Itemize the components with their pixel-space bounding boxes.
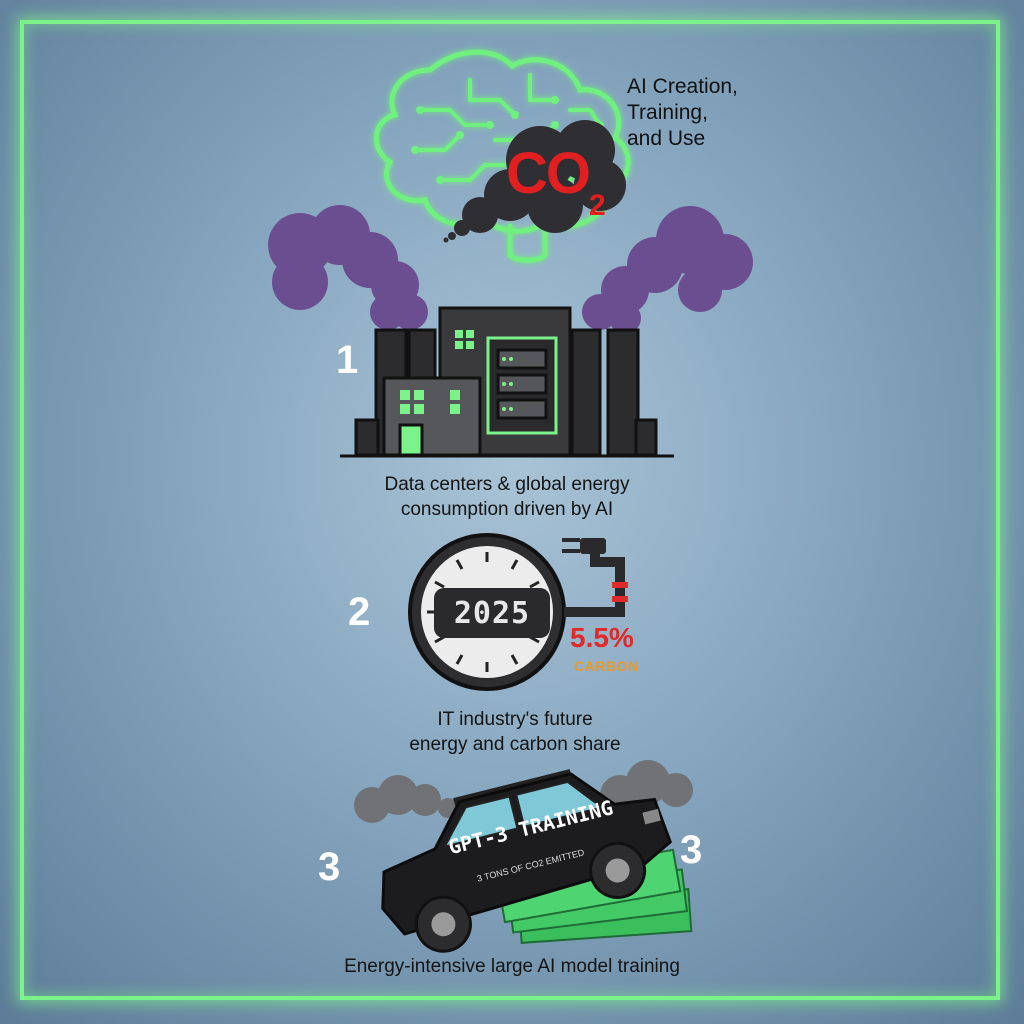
smoke-right-icon	[582, 206, 753, 334]
factory-icon	[340, 306, 674, 458]
co2-cloud-icon	[443, 120, 626, 243]
step-3-number-left: 3	[318, 845, 341, 889]
co2-subscript: 2	[589, 189, 606, 222]
step-1-caption: Data centers & global energy consumption…	[312, 472, 702, 522]
plug-icon	[562, 538, 628, 617]
co2-label: CO2	[506, 140, 606, 222]
carbon-label: CARBON	[574, 658, 639, 674]
step-1-caption-line-2: consumption driven by AI	[400, 499, 614, 520]
step-1-number: 1	[336, 338, 359, 382]
neon-frame	[20, 20, 1000, 1000]
carbon-percent: 5.5%	[570, 622, 634, 653]
smoke-left-icon	[268, 205, 428, 330]
step-1-caption-line-1: Data centers & global energy	[384, 474, 630, 495]
step-2-number: 2	[348, 590, 371, 634]
step-2-caption-line-1: IT industry's future	[437, 709, 593, 730]
step-3-caption-line-1: Energy-intensive large AI model training	[344, 956, 680, 977]
co2-main: CO	[506, 141, 591, 206]
clock-icon	[408, 533, 566, 691]
car-icon	[381, 769, 673, 953]
diagram-title: AI Creation, Training, and Use	[627, 74, 738, 152]
step-3-caption: Energy-intensive large AI model training	[262, 954, 762, 979]
step-2-caption: IT industry's future energy and carbon s…	[370, 707, 660, 757]
step-3-number-right: 3	[680, 828, 703, 872]
step-2-caption-line-2: energy and carbon share	[409, 734, 621, 755]
title-line-2: Training,	[627, 101, 708, 124]
title-line-3: and Use	[627, 127, 706, 150]
title-line-1: AI Creation,	[627, 75, 738, 98]
clock-year: 2025	[453, 595, 531, 631]
